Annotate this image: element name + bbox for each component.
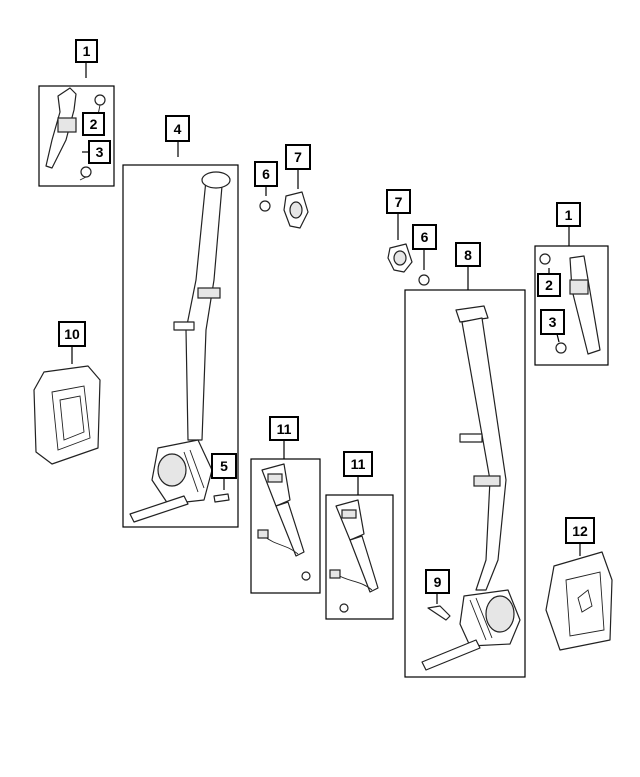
callout-12: 12 xyxy=(565,517,595,544)
mounting-nut xyxy=(339,603,349,613)
callout-label: 6 xyxy=(421,229,429,245)
pretensioner-tube xyxy=(129,495,189,523)
group-frame xyxy=(250,458,321,594)
callout-label: 2 xyxy=(90,116,98,132)
callout-8: 8 xyxy=(455,242,481,267)
belt-guide xyxy=(173,321,195,331)
adjuster-slider xyxy=(569,279,589,295)
callout-label: 7 xyxy=(395,194,403,210)
buckle-right-group xyxy=(325,476,394,620)
callout-label: 11 xyxy=(277,421,292,437)
group-frame xyxy=(38,85,115,187)
bolt-head xyxy=(539,253,551,265)
cover-recess xyxy=(289,201,303,219)
cover-cap-right-group xyxy=(387,213,430,286)
trim-bezel xyxy=(33,365,101,465)
cover-recess xyxy=(393,250,407,266)
callout-2-left: 2 xyxy=(82,112,105,136)
retractor-spool xyxy=(485,595,515,633)
callout-6-left: 6 xyxy=(254,161,278,187)
anchor-bracket-group-right xyxy=(534,226,609,366)
callout-label: 8 xyxy=(464,247,472,263)
callout-label: 6 xyxy=(262,166,270,182)
retractor-spool xyxy=(157,453,187,487)
callout-label: 3 xyxy=(96,144,104,160)
buckle-left-group xyxy=(250,440,321,594)
callout-3-left: 3 xyxy=(88,140,111,164)
wire-connector xyxy=(329,569,341,579)
belt-webbing xyxy=(461,317,507,591)
callout-9: 9 xyxy=(425,569,450,594)
group-frame xyxy=(122,164,239,528)
callout-label: 12 xyxy=(572,523,588,539)
cover-cap-left-group xyxy=(259,169,309,229)
callout-11-right: 11 xyxy=(343,451,373,477)
buckle-button xyxy=(267,473,283,483)
callout-7-right: 7 xyxy=(386,189,411,214)
belt-guide xyxy=(459,433,483,443)
callout-label: 1 xyxy=(83,43,91,59)
callout-5: 5 xyxy=(211,453,237,479)
pretensioner-tube xyxy=(421,639,481,671)
callout-label: 9 xyxy=(434,574,442,590)
belt-webbing xyxy=(185,179,223,441)
callout-4: 4 xyxy=(165,115,190,142)
callout-label: 1 xyxy=(565,207,573,223)
buckle-stalk xyxy=(275,501,305,557)
trim-cover-group xyxy=(545,543,613,651)
callout-label: 7 xyxy=(294,149,302,165)
d-ring xyxy=(201,171,231,189)
callout-label: 11 xyxy=(351,456,366,472)
wire-connector xyxy=(257,529,269,539)
buckle-stalk xyxy=(349,535,379,593)
bolt-head xyxy=(80,166,92,178)
buckle-button xyxy=(341,509,357,519)
retainer-nut xyxy=(259,200,271,212)
callout-7-left: 7 xyxy=(285,144,311,170)
callout-label: 2 xyxy=(545,277,553,293)
callout-10: 10 xyxy=(58,321,86,347)
callout-6-right: 6 xyxy=(412,224,437,250)
group-frame xyxy=(325,494,394,620)
callout-label: 4 xyxy=(174,121,182,137)
bolt-head xyxy=(94,94,106,106)
belt-stopper xyxy=(473,475,501,487)
trim-bezel-group xyxy=(33,346,101,465)
buckle-head xyxy=(335,499,365,541)
mounting-nut xyxy=(301,571,311,581)
group-frame xyxy=(404,289,526,678)
buckle-head xyxy=(261,463,291,507)
callout-3-right: 3 xyxy=(540,309,565,335)
adjuster-slider xyxy=(57,117,77,133)
mounting-bolt xyxy=(213,493,230,503)
seat-belt-right-group xyxy=(404,266,526,678)
height-adjuster-bracket xyxy=(569,255,601,355)
callout-2-right: 2 xyxy=(537,273,561,297)
retainer-nut xyxy=(418,274,430,286)
mounting-bolt xyxy=(427,605,451,621)
callout-label: 3 xyxy=(549,314,557,330)
callout-1-left: 1 xyxy=(75,39,98,63)
belt-stopper xyxy=(197,287,221,299)
callout-1-right: 1 xyxy=(556,202,581,227)
callout-label: 5 xyxy=(220,458,228,474)
callout-11-left: 11 xyxy=(269,416,299,441)
seat-belt-left-group xyxy=(122,141,239,528)
callout-label: 10 xyxy=(64,326,80,342)
group-frame xyxy=(534,245,609,366)
bolt-head xyxy=(555,342,567,354)
